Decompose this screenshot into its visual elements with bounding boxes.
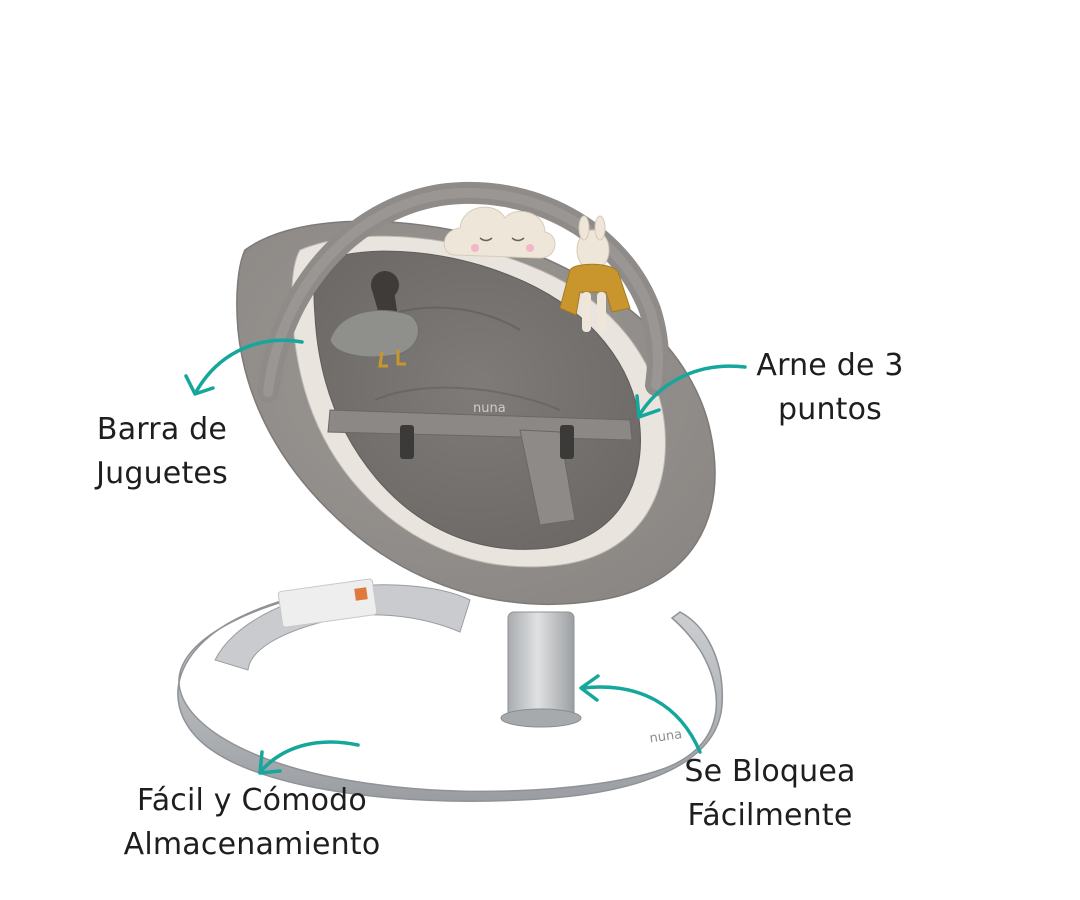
toy-bar (257, 181, 669, 403)
cloud-toy (443, 206, 556, 259)
base-logo-mark: nuna (649, 727, 683, 746)
arrow-lock (579, 674, 702, 754)
callout-storage-label: Fácil y Cómodo Almacenamiento (92, 779, 412, 867)
callout-harness-label: Arne de 3 puntos (730, 344, 930, 432)
callout-storage-line2: Almacenamiento (123, 827, 381, 862)
arrow-toy-bar (184, 338, 304, 396)
callout-toy-bar-label: Barra de Juguetes (62, 408, 262, 496)
rocker-base: nuna (177, 578, 724, 802)
callout-lock-line1: Se Bloquea (684, 754, 856, 789)
callout-storage-line1: Fácil y Cómodo (137, 783, 367, 818)
goose-toy (329, 271, 419, 368)
callout-toy-bar-line2: Juguetes (96, 456, 228, 491)
seat-logo-mark: nuna (473, 401, 506, 416)
callout-toy-bar-line1: Barra de (96, 412, 228, 447)
bunny-toy (559, 215, 631, 332)
arrow-harness (635, 364, 747, 419)
callout-arrows (184, 338, 747, 775)
support-pole (500, 611, 582, 728)
callout-lock-line2: Fácilmente (687, 798, 853, 833)
callout-lock-label: Se Bloquea Fácilmente (660, 750, 880, 838)
callout-harness-line1: Arne de 3 (756, 348, 904, 383)
callout-harness-line2: puntos (777, 392, 883, 427)
arrow-storage (258, 740, 360, 775)
